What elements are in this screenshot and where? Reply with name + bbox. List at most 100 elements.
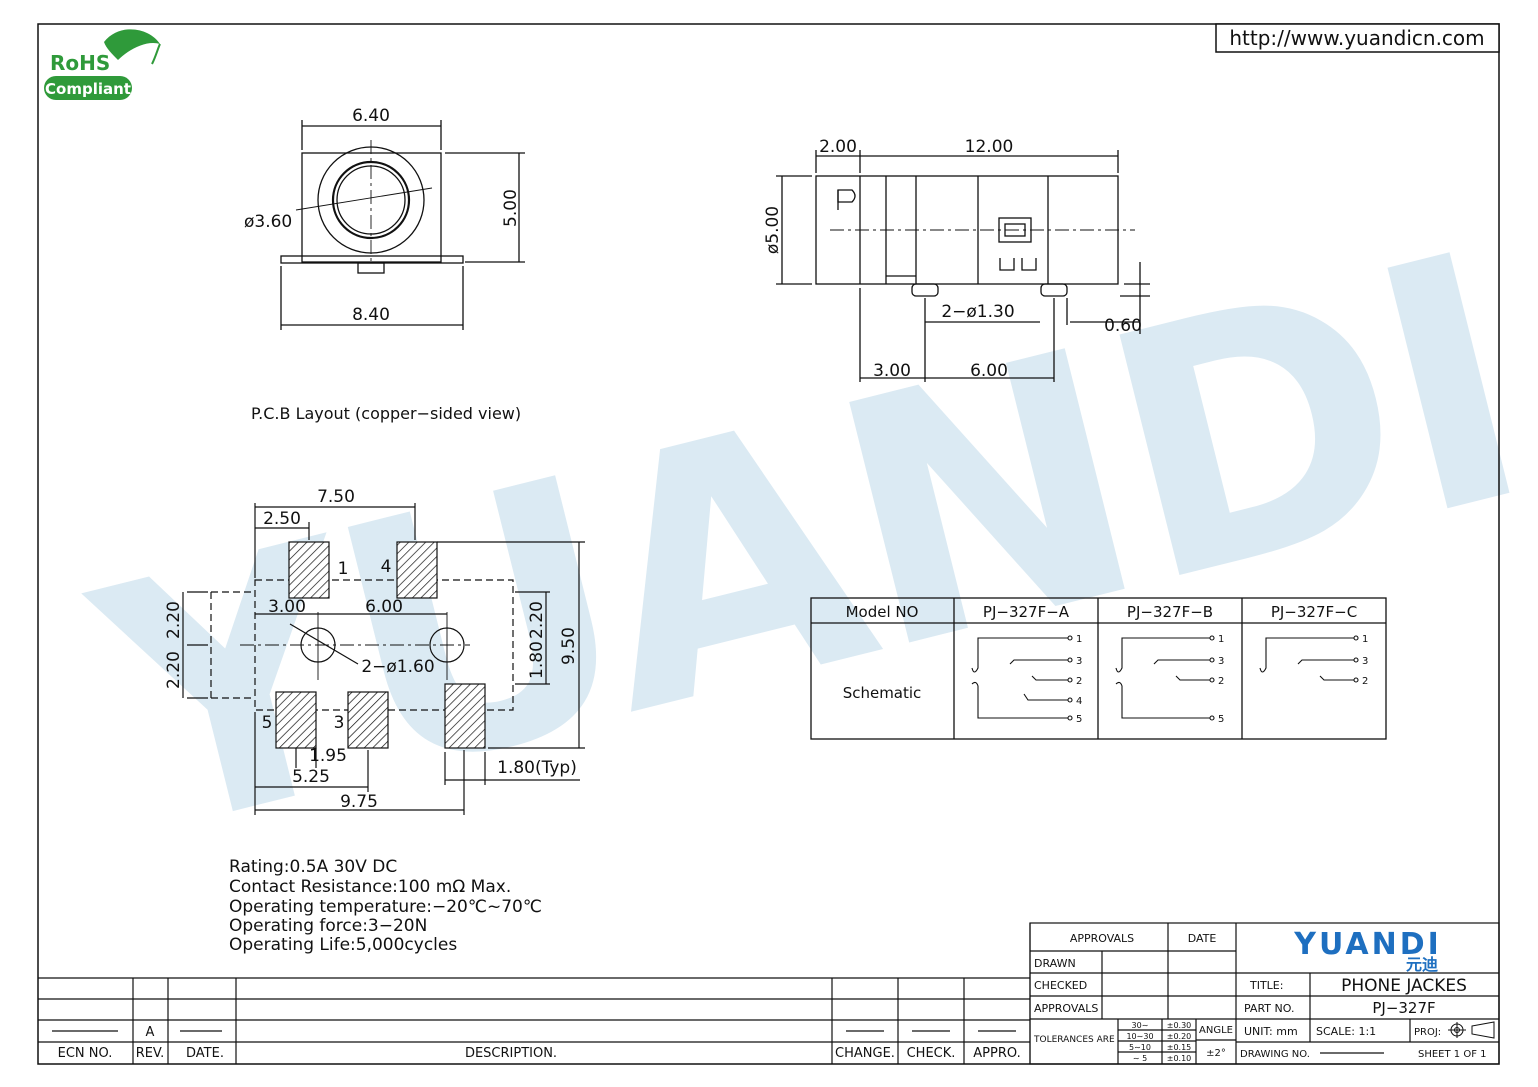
tol-value-2: ±0.20 bbox=[1167, 1032, 1192, 1041]
tol-range-1: 30∼ bbox=[1132, 1021, 1149, 1030]
dim-220b: 2.20 bbox=[164, 651, 184, 689]
dim-hole: ø3.60 bbox=[244, 212, 292, 232]
description-header: DESCRIPTION. bbox=[465, 1046, 557, 1061]
tol-range-4: ∼ 5 bbox=[1133, 1054, 1147, 1063]
dim-diameter: ø5.00 bbox=[763, 206, 783, 254]
model-header: Model NO bbox=[846, 603, 919, 621]
schematic-c bbox=[1259, 635, 1359, 683]
angle-label: ANGLE bbox=[1199, 1025, 1233, 1036]
dim-pin-offset: 0.60 bbox=[1104, 316, 1142, 336]
terminal-a1: 1 bbox=[1076, 634, 1082, 645]
watermark: YUANDI bbox=[63, 181, 1538, 913]
projection-icon bbox=[1448, 1021, 1495, 1039]
model-a: PJ−327F−A bbox=[983, 603, 1070, 621]
spec-resistance: Contact Resistance:100 mΩ Max. bbox=[229, 877, 511, 897]
rohs-badge: RoHS Compliant bbox=[44, 29, 161, 100]
tol-range-3: 5∼10 bbox=[1129, 1043, 1151, 1052]
terminal-b3: 3 bbox=[1218, 656, 1224, 667]
title-label: TITLE: bbox=[1249, 979, 1283, 992]
terminal-a3: 3 bbox=[1076, 656, 1082, 667]
proj-label: PROJ: bbox=[1414, 1027, 1441, 1038]
dim-195: 1.95 bbox=[309, 746, 347, 766]
title-value: PHONE JACKES bbox=[1341, 976, 1467, 996]
tol-range-2: 10∼30 bbox=[1126, 1032, 1153, 1041]
company-logo: YUANDI 元迪 bbox=[1293, 927, 1439, 974]
schematic-a bbox=[971, 635, 1073, 721]
dim-975: 9.75 bbox=[340, 792, 378, 812]
compliant-text: Compliant bbox=[45, 80, 131, 98]
schematic-b bbox=[1115, 635, 1215, 721]
dim-250: 2.50 bbox=[263, 509, 301, 529]
dim-525: 5.25 bbox=[292, 767, 330, 787]
terminal-b1: 1 bbox=[1218, 634, 1224, 645]
pin-label-4: 4 bbox=[381, 557, 392, 577]
tol-value-4: ±0.10 bbox=[1167, 1054, 1192, 1063]
schematic-label: Schematic bbox=[843, 684, 922, 702]
rev-value: A bbox=[146, 1025, 155, 1040]
pcb-layout bbox=[182, 503, 585, 815]
dim-180: 1.80 bbox=[527, 641, 547, 679]
check-header: CHECK. bbox=[907, 1046, 956, 1061]
dim-950: 9.50 bbox=[559, 627, 579, 665]
part-label: PART NO. bbox=[1244, 1002, 1294, 1015]
terminal-b2: 2 bbox=[1218, 676, 1224, 687]
dim-holes: 2−ø1.60 bbox=[361, 657, 434, 677]
terminal-a4: 4 bbox=[1076, 696, 1082, 707]
change-header: CHANGE. bbox=[835, 1046, 895, 1061]
terminal-c3: 3 bbox=[1362, 656, 1368, 667]
dim-left: 2.00 bbox=[819, 137, 857, 157]
terminal-a5: 5 bbox=[1076, 714, 1082, 725]
dim-300: 3.00 bbox=[268, 597, 306, 617]
url-text[interactable]: http://www.yuandicn.com bbox=[1229, 26, 1484, 50]
drawing-no-label: DRAWING NO. bbox=[1240, 1049, 1310, 1060]
dim-a: 3.00 bbox=[873, 361, 911, 381]
spec-life: Operating Life:5,000cycles bbox=[229, 935, 457, 955]
pin-label-1: 1 bbox=[338, 559, 349, 579]
model-b: PJ−327F−B bbox=[1127, 603, 1213, 621]
part-value: PJ−327F bbox=[1372, 999, 1435, 1017]
company-name-cn: 元迪 bbox=[1406, 955, 1438, 974]
unit-label: UNIT: mm bbox=[1244, 1025, 1298, 1038]
spec-force: Operating force:3−20N bbox=[229, 916, 427, 936]
tol-value-3: ±0.15 bbox=[1167, 1043, 1192, 1052]
front-view bbox=[280, 120, 525, 330]
rohs-text: RoHS bbox=[50, 51, 110, 75]
dim-pins: 2−ø1.30 bbox=[941, 302, 1014, 322]
spec-rating: Rating:0.5A 30V DC bbox=[229, 857, 397, 877]
drawn-label: DRAWN bbox=[1034, 957, 1076, 970]
appro-header: APPRO. bbox=[973, 1046, 1020, 1061]
dim-width-bottom: 8.40 bbox=[352, 305, 390, 325]
sheet-label: SHEET 1 OF 1 bbox=[1418, 1049, 1487, 1060]
terminal-b5: 5 bbox=[1218, 714, 1224, 725]
checked-label: CHECKED bbox=[1034, 979, 1087, 992]
pin-label-3: 3 bbox=[334, 713, 345, 733]
model-c: PJ−327F−C bbox=[1271, 603, 1357, 621]
leaf-icon bbox=[104, 29, 160, 60]
approvals-label: APPROVALS bbox=[1034, 1002, 1098, 1015]
dim-750: 7.50 bbox=[317, 487, 355, 507]
sheet-border bbox=[37, 23, 1500, 1065]
tol-value-1: ±0.30 bbox=[1167, 1021, 1192, 1030]
dim-width-top: 6.40 bbox=[352, 106, 390, 126]
side-view bbox=[776, 150, 1150, 382]
svg-text:YUANDI: YUANDI bbox=[63, 181, 1538, 913]
terminal-c2: 2 bbox=[1362, 676, 1368, 687]
pcb-title: P.C.B Layout (copper−sided view) bbox=[251, 404, 521, 423]
dim-220c: 2.20 bbox=[527, 601, 547, 639]
dim-b: 6.00 bbox=[970, 361, 1008, 381]
terminal-a2: 2 bbox=[1076, 676, 1082, 687]
tb-date-header: DATE bbox=[1188, 932, 1217, 945]
dim-600: 6.00 bbox=[365, 597, 403, 617]
url-box[interactable]: http://www.yuandicn.com bbox=[1215, 23, 1500, 53]
spec-temperature: Operating temperature:−20℃~70℃ bbox=[229, 897, 542, 917]
model-table bbox=[810, 597, 1387, 740]
scale-label: SCALE: 1:1 bbox=[1316, 1025, 1376, 1038]
terminal-c1: 1 bbox=[1362, 634, 1368, 645]
dim-height: 5.00 bbox=[501, 189, 521, 227]
revision-block bbox=[38, 923, 1031, 1064]
angle-value: ±2° bbox=[1206, 1048, 1226, 1059]
approvals-header: APPROVALS bbox=[1070, 932, 1134, 945]
pin-label-5: 5 bbox=[262, 713, 273, 733]
dim-180typ: 1.80(Typ) bbox=[497, 758, 577, 778]
